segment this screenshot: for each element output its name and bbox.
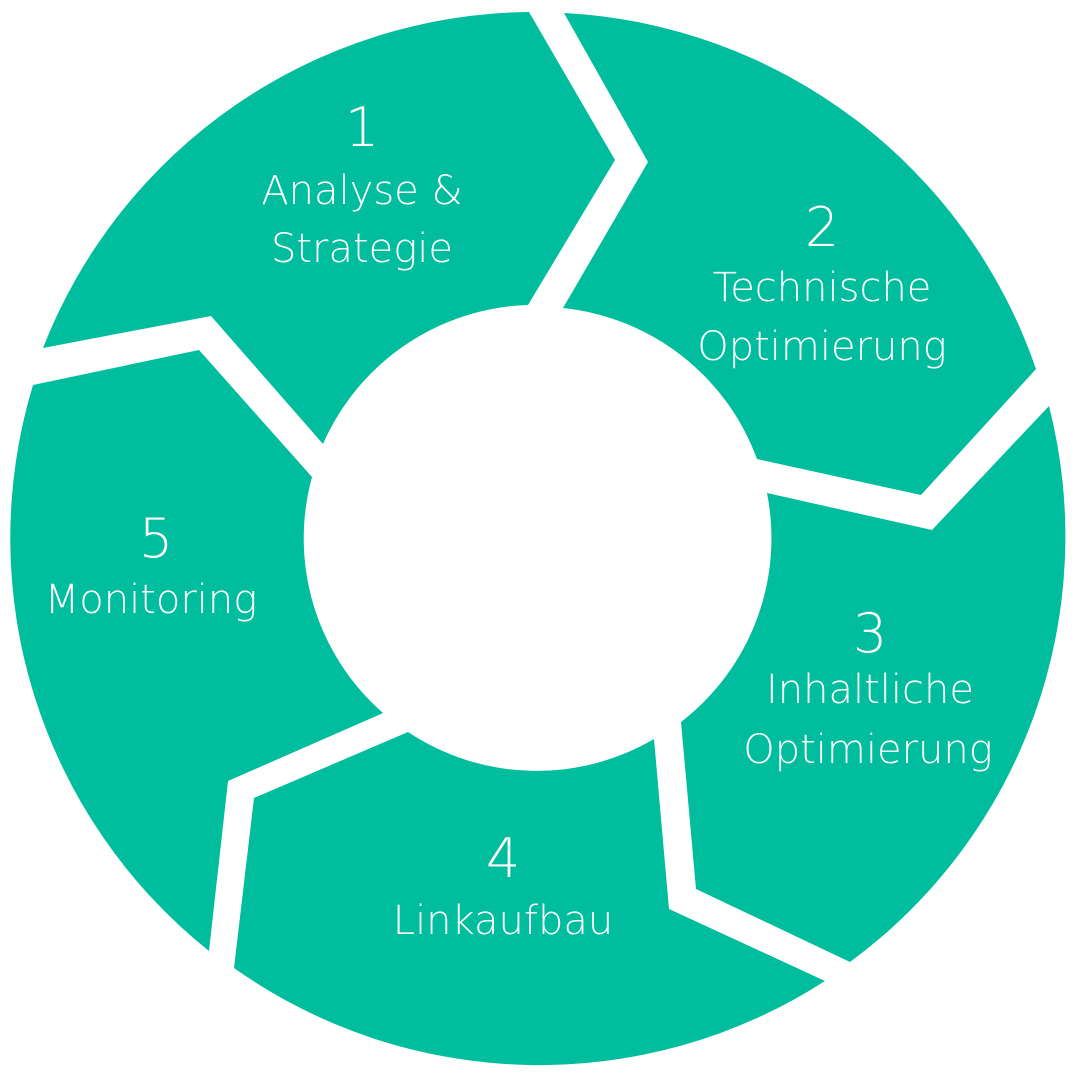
step-3-number: 3: [853, 602, 887, 665]
cycle-segment-2[interactable]: 2 Technische Optimierung: [563, 13, 1036, 495]
segment-4-shape: [234, 732, 825, 1066]
step-2-number: 2: [805, 196, 839, 259]
segment-2-shape: [563, 13, 1036, 495]
step-4-number: 4: [486, 827, 520, 890]
step-2-label-line1: Technische: [713, 265, 932, 311]
step-3-label-line1: Inhaltliche: [766, 667, 974, 713]
step-1-label-line1: Analyse &: [261, 168, 462, 214]
cycle-segment-3[interactable]: 3 Inhaltliche Optimierung: [681, 406, 1066, 962]
cycle-segment-5[interactable]: 5 Monitoring: [10, 350, 384, 951]
segment-1-shape: [43, 12, 615, 444]
step-4-label-line1: Linkaufbau: [393, 898, 613, 944]
step-3-label-line2: Optimierung: [743, 727, 993, 773]
step-5-label-line1: Monitoring: [45, 577, 258, 623]
cycle-segment-4[interactable]: 4 Linkaufbau: [234, 732, 825, 1066]
step-5-number: 5: [139, 507, 173, 570]
segment-5-shape: [10, 350, 384, 951]
cycle-segment-1[interactable]: 1 Analyse & Strategie: [43, 12, 615, 444]
step-1-label-line2: Strategie: [271, 226, 453, 272]
step-1-number: 1: [345, 96, 379, 159]
step-2-label-line2: Optimierung: [697, 324, 947, 370]
segment-3-shape: [681, 406, 1066, 962]
